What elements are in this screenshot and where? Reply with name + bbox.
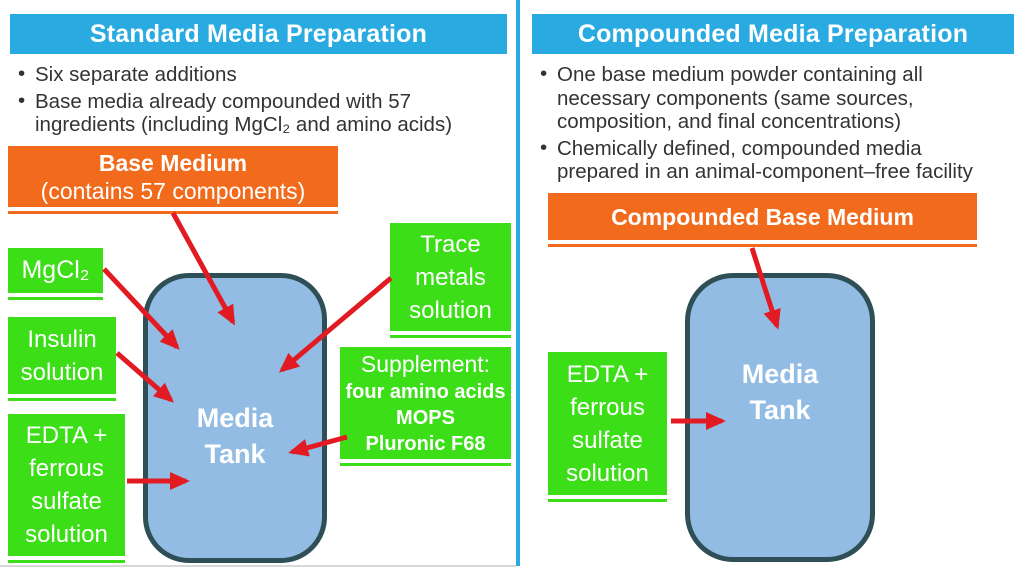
media-tank-right-label: Media Tank (690, 356, 870, 428)
compounded-base-medium-box: Compounded Base Medium (548, 193, 977, 240)
insulin-underline (8, 398, 116, 401)
media-tank-right-label-line1: Media (741, 359, 819, 389)
edta-box-right: EDTA + ferrous sulfate solution (548, 352, 667, 495)
left-panel-header: Standard Media Preparation (10, 14, 507, 54)
right-panel-header: Compounded Media Preparation (532, 14, 1014, 54)
left-bullet-2: Base media already compounded with 57 in… (16, 89, 458, 137)
insulin-label: Insulin solution (20, 325, 104, 386)
trace-metals-label: Trace metals solution (409, 230, 492, 324)
bottom-edge-line (0, 565, 516, 567)
mgcl2-box: MgCl₂ (8, 248, 103, 293)
left-bullet-list: Six separate additions Base media alread… (16, 62, 458, 140)
base-medium-subtitle: (contains 57 components) (40, 177, 306, 204)
edta-left-underline (8, 560, 125, 563)
trace-metals-underline (390, 335, 511, 338)
trace-metals-box: Trace metals solution (390, 223, 511, 331)
supplement-box: Supplement: four amino acids MOPS Pluron… (340, 347, 511, 459)
media-tank-left-label: Media Tank (148, 400, 322, 472)
supplement-item-amino-acids: four amino acids (345, 381, 506, 403)
supplement-item-pluronic: Pluronic F68 (365, 433, 486, 455)
supplement-item-mops: MOPS (396, 407, 455, 429)
panel-divider (516, 0, 520, 566)
media-tank-left: Media Tank (143, 273, 327, 563)
edta-box-left: EDTA + ferrous sulfate solution (8, 414, 125, 556)
mgcl2-label: MgCl₂ (21, 256, 90, 284)
base-medium-underline (8, 211, 338, 214)
compounded-base-medium-underline (548, 244, 977, 247)
media-tank-left-label-line1: Media (196, 403, 274, 433)
mgcl2-underline (8, 297, 103, 300)
base-medium-box: Base Medium (contains 57 components) (8, 146, 338, 207)
left-bullet-1: Six separate additions (16, 62, 458, 87)
compounded-base-medium-title: Compounded Base Medium (611, 203, 914, 230)
edta-left-label: EDTA + ferrous sulfate solution (25, 422, 108, 548)
edta-right-label: EDTA + ferrous sulfate solution (566, 360, 649, 487)
right-bullet-1: One base medium powder containing all ne… (538, 62, 986, 134)
left-panel-title: Standard Media Preparation (89, 19, 428, 48)
supplement-title: Supplement: (360, 351, 491, 377)
edta-right-underline (548, 499, 667, 502)
media-tank-left-label-line2: Tank (204, 439, 266, 469)
insulin-box: Insulin solution (8, 317, 116, 394)
supplement-underline (340, 463, 511, 466)
media-tank-right-label-line2: Tank (749, 395, 811, 425)
right-bullet-list: One base medium powder containing all ne… (538, 62, 986, 187)
right-bullet-2: Chemically defined, compounded media pre… (538, 136, 986, 184)
media-tank-right: Media Tank (685, 273, 875, 562)
base-medium-title: Base Medium (98, 149, 248, 176)
right-panel-title: Compounded Media Preparation (577, 19, 969, 48)
